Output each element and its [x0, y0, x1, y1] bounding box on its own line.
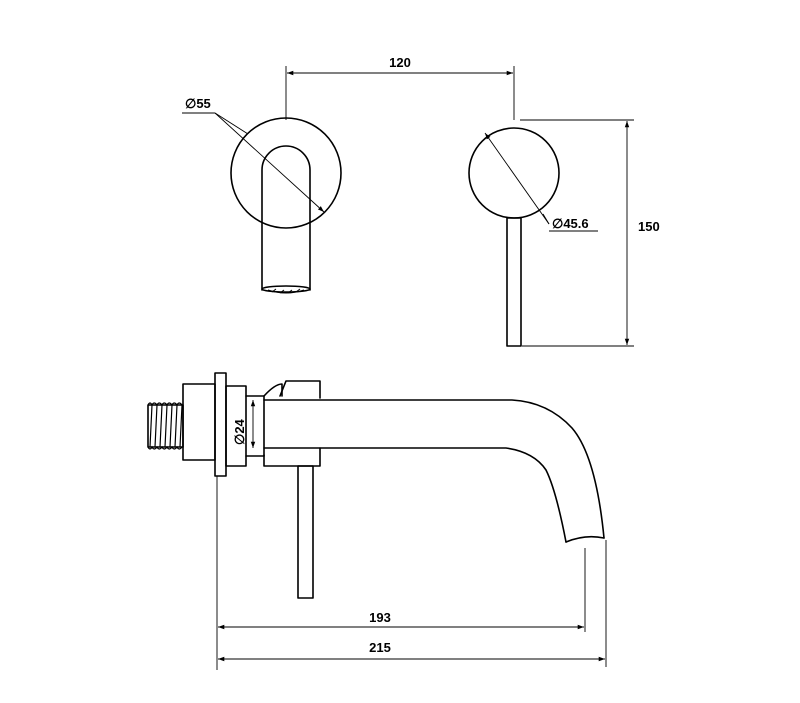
handle-housing-top	[279, 380, 321, 399]
threaded-inlet	[147, 402, 184, 450]
dimension-pipe-diameter: ∅24	[232, 400, 256, 448]
front-view-handle	[468, 127, 560, 347]
spout-wall-plate	[230, 117, 342, 229]
front-view-spout	[230, 117, 342, 294]
spout-collar	[245, 395, 265, 457]
dimension-reach-total-label: 215	[369, 640, 391, 655]
dimension-pipe-label: ∅24	[232, 418, 247, 445]
wall-flange	[214, 372, 227, 477]
spout-front-body	[261, 145, 311, 291]
handle-lever-front	[506, 217, 522, 347]
dimension-reach-inner: 193	[216, 476, 586, 670]
dimension-spout-plate-label: ∅55	[185, 96, 211, 111]
spout-outlet-side	[565, 535, 605, 543]
dimension-handle-plate-label: ∅45.6	[552, 216, 589, 231]
dimension-total-height: 150	[520, 119, 660, 347]
lever-handle-side	[297, 465, 314, 599]
spout-outlet	[261, 285, 311, 293]
dimension-height-label: 150	[638, 219, 660, 234]
dimension-spout-spacing: 120	[285, 55, 515, 120]
spout-arm	[263, 399, 605, 539]
side-view	[147, 372, 605, 599]
valve-body-block	[182, 383, 216, 461]
wall-plate-side	[225, 385, 247, 467]
dimension-reach-inner-label: 193	[369, 610, 391, 625]
dimension-spout-plate-diameter: ∅55	[182, 96, 325, 213]
dimension-handle-plate-diameter: ∅45.6	[484, 132, 598, 232]
dimension-spacing-label: 120	[389, 55, 411, 70]
dimension-reach-total: 215	[218, 540, 607, 667]
handle-wall-plate	[468, 127, 560, 219]
handle-housing-bottom	[263, 447, 321, 467]
